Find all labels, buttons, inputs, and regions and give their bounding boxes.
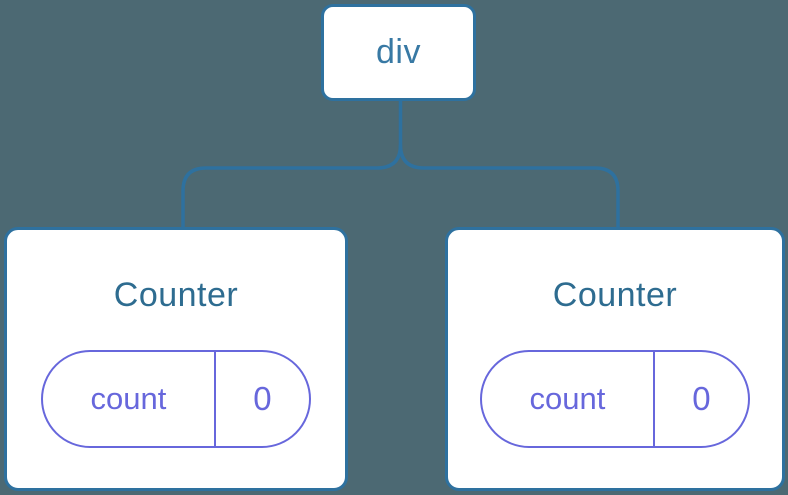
connector-root-to-left-child: [181, 99, 403, 227]
state-value: 0: [692, 380, 711, 417]
state-pill: count 0: [480, 350, 750, 448]
state-key: count: [43, 352, 216, 446]
tree-node-div: div: [321, 4, 476, 101]
tree-node-counter-2: Counter count 0: [445, 227, 785, 491]
state-pill: count 0: [41, 350, 311, 448]
tree-node-counter-1: Counter count 0: [4, 227, 348, 491]
connector-root-to-right-child: [398, 144, 620, 227]
component-name: Counter: [552, 276, 678, 314]
state-key: count: [482, 352, 655, 446]
state-value: 0: [253, 380, 272, 417]
component-name: Counter: [113, 276, 239, 314]
root-node-label: div: [376, 33, 421, 71]
